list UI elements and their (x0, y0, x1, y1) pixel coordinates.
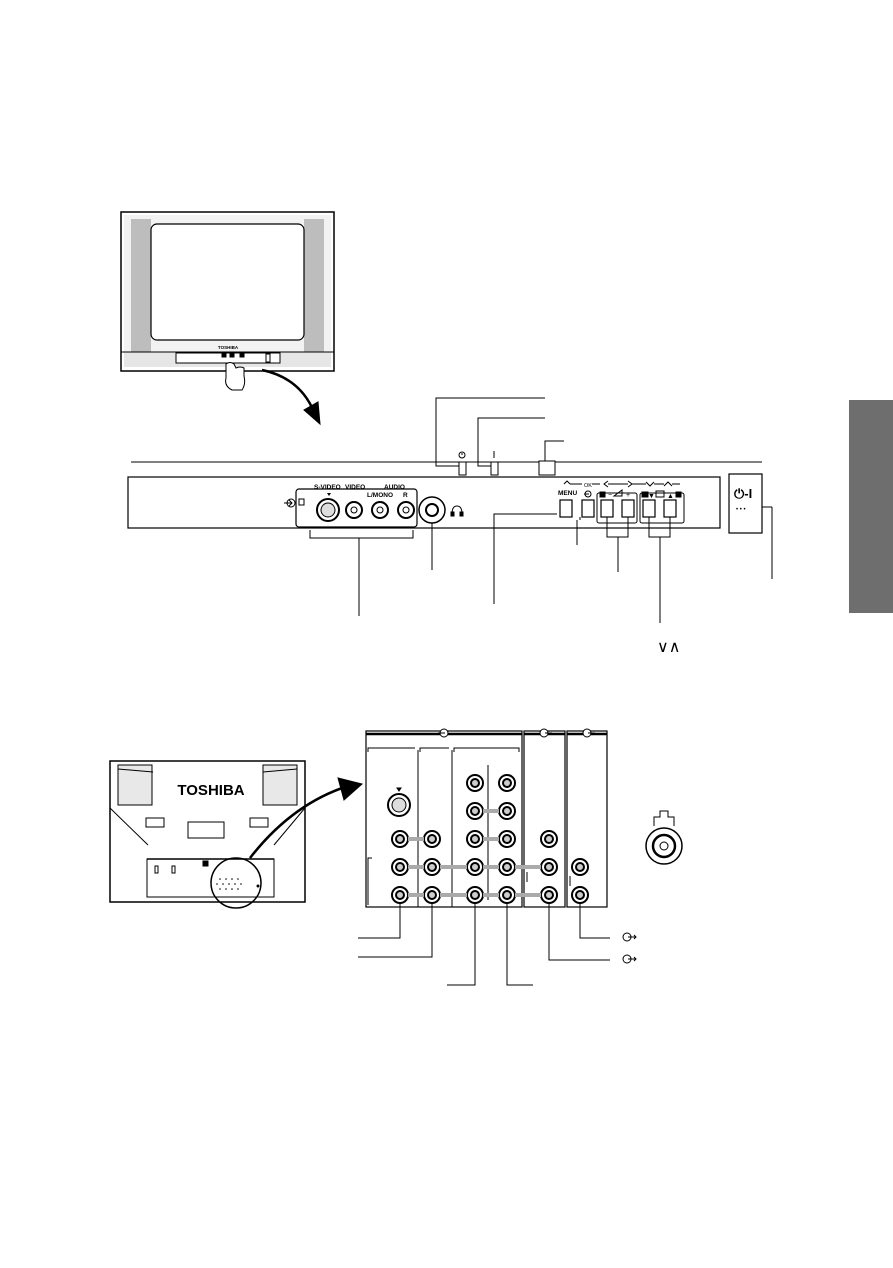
ir-sensor (538, 460, 556, 476)
rear-connector-dots (216, 878, 260, 890)
power-label: ⏻-I (734, 486, 752, 501)
headphone-socket[interactable] (418, 496, 446, 524)
volume-minus-label: − (608, 492, 612, 499)
section-side-tab (849, 400, 893, 613)
timer-icon (458, 451, 466, 459)
audio-l-socket[interactable] (371, 501, 389, 519)
programme-down-button[interactable] (642, 499, 656, 518)
output-icon (622, 954, 637, 964)
svideo-socket[interactable] (316, 498, 340, 522)
tv-rear-illustration: TOSHIBA (109, 760, 364, 909)
tv-front-illustration: TOSHIBA (120, 211, 335, 426)
prog-up-glyph: ▲ (667, 493, 674, 500)
video-label: VIDEO (345, 484, 365, 491)
audio-r-socket[interactable] (397, 501, 415, 519)
standby-indicator-button[interactable] (490, 461, 499, 476)
output-icon (582, 728, 595, 738)
antenna-icon (653, 810, 675, 826)
lmono-label: L/MONO (367, 492, 393, 499)
menu-button[interactable] (559, 499, 573, 518)
input-icon (284, 498, 296, 508)
volume-up-button[interactable] (621, 499, 635, 518)
panel-callouts: ∨∧ (309, 506, 773, 656)
top-controls-callouts (435, 397, 564, 467)
volume-plus-label: + (626, 492, 630, 499)
ok-label: OK (584, 483, 592, 489)
audio-label: AUDIO (384, 484, 405, 491)
prog-down-glyph: ▼ (648, 493, 655, 500)
rear-connector-panel (358, 728, 683, 986)
headphone-icon (450, 505, 464, 517)
input-icon (438, 728, 449, 738)
tv-rear-brand: TOSHIBA (177, 782, 244, 799)
ok-input-icon (584, 490, 592, 498)
svideo-label: S-VIDEO (314, 484, 341, 491)
panel-body (127, 476, 721, 529)
timer-button[interactable] (458, 461, 467, 476)
programme-arrows-label: ∨∧ (657, 639, 680, 656)
output-icon (539, 728, 552, 738)
rear-svideo-socket[interactable] (387, 793, 411, 817)
pointing-hand-icon (225, 362, 246, 391)
ok-input-button[interactable] (581, 499, 595, 518)
menu-label: MENU (558, 490, 577, 497)
programme-up-button[interactable] (663, 499, 677, 518)
volume-down-button[interactable] (600, 499, 614, 518)
antenna-socket[interactable] (645, 827, 683, 865)
video-socket[interactable] (345, 501, 363, 519)
power-indicator-dots: • • • (736, 507, 746, 513)
output-icon (622, 932, 637, 942)
volume-ramp-icon (612, 489, 623, 497)
front-control-panel: S-VIDEO VIDEO AUDIO L/MONO R OK MENU (127, 451, 763, 534)
tv-front-brand: TOSHIBA (218, 345, 239, 350)
r-label: R (403, 492, 408, 499)
